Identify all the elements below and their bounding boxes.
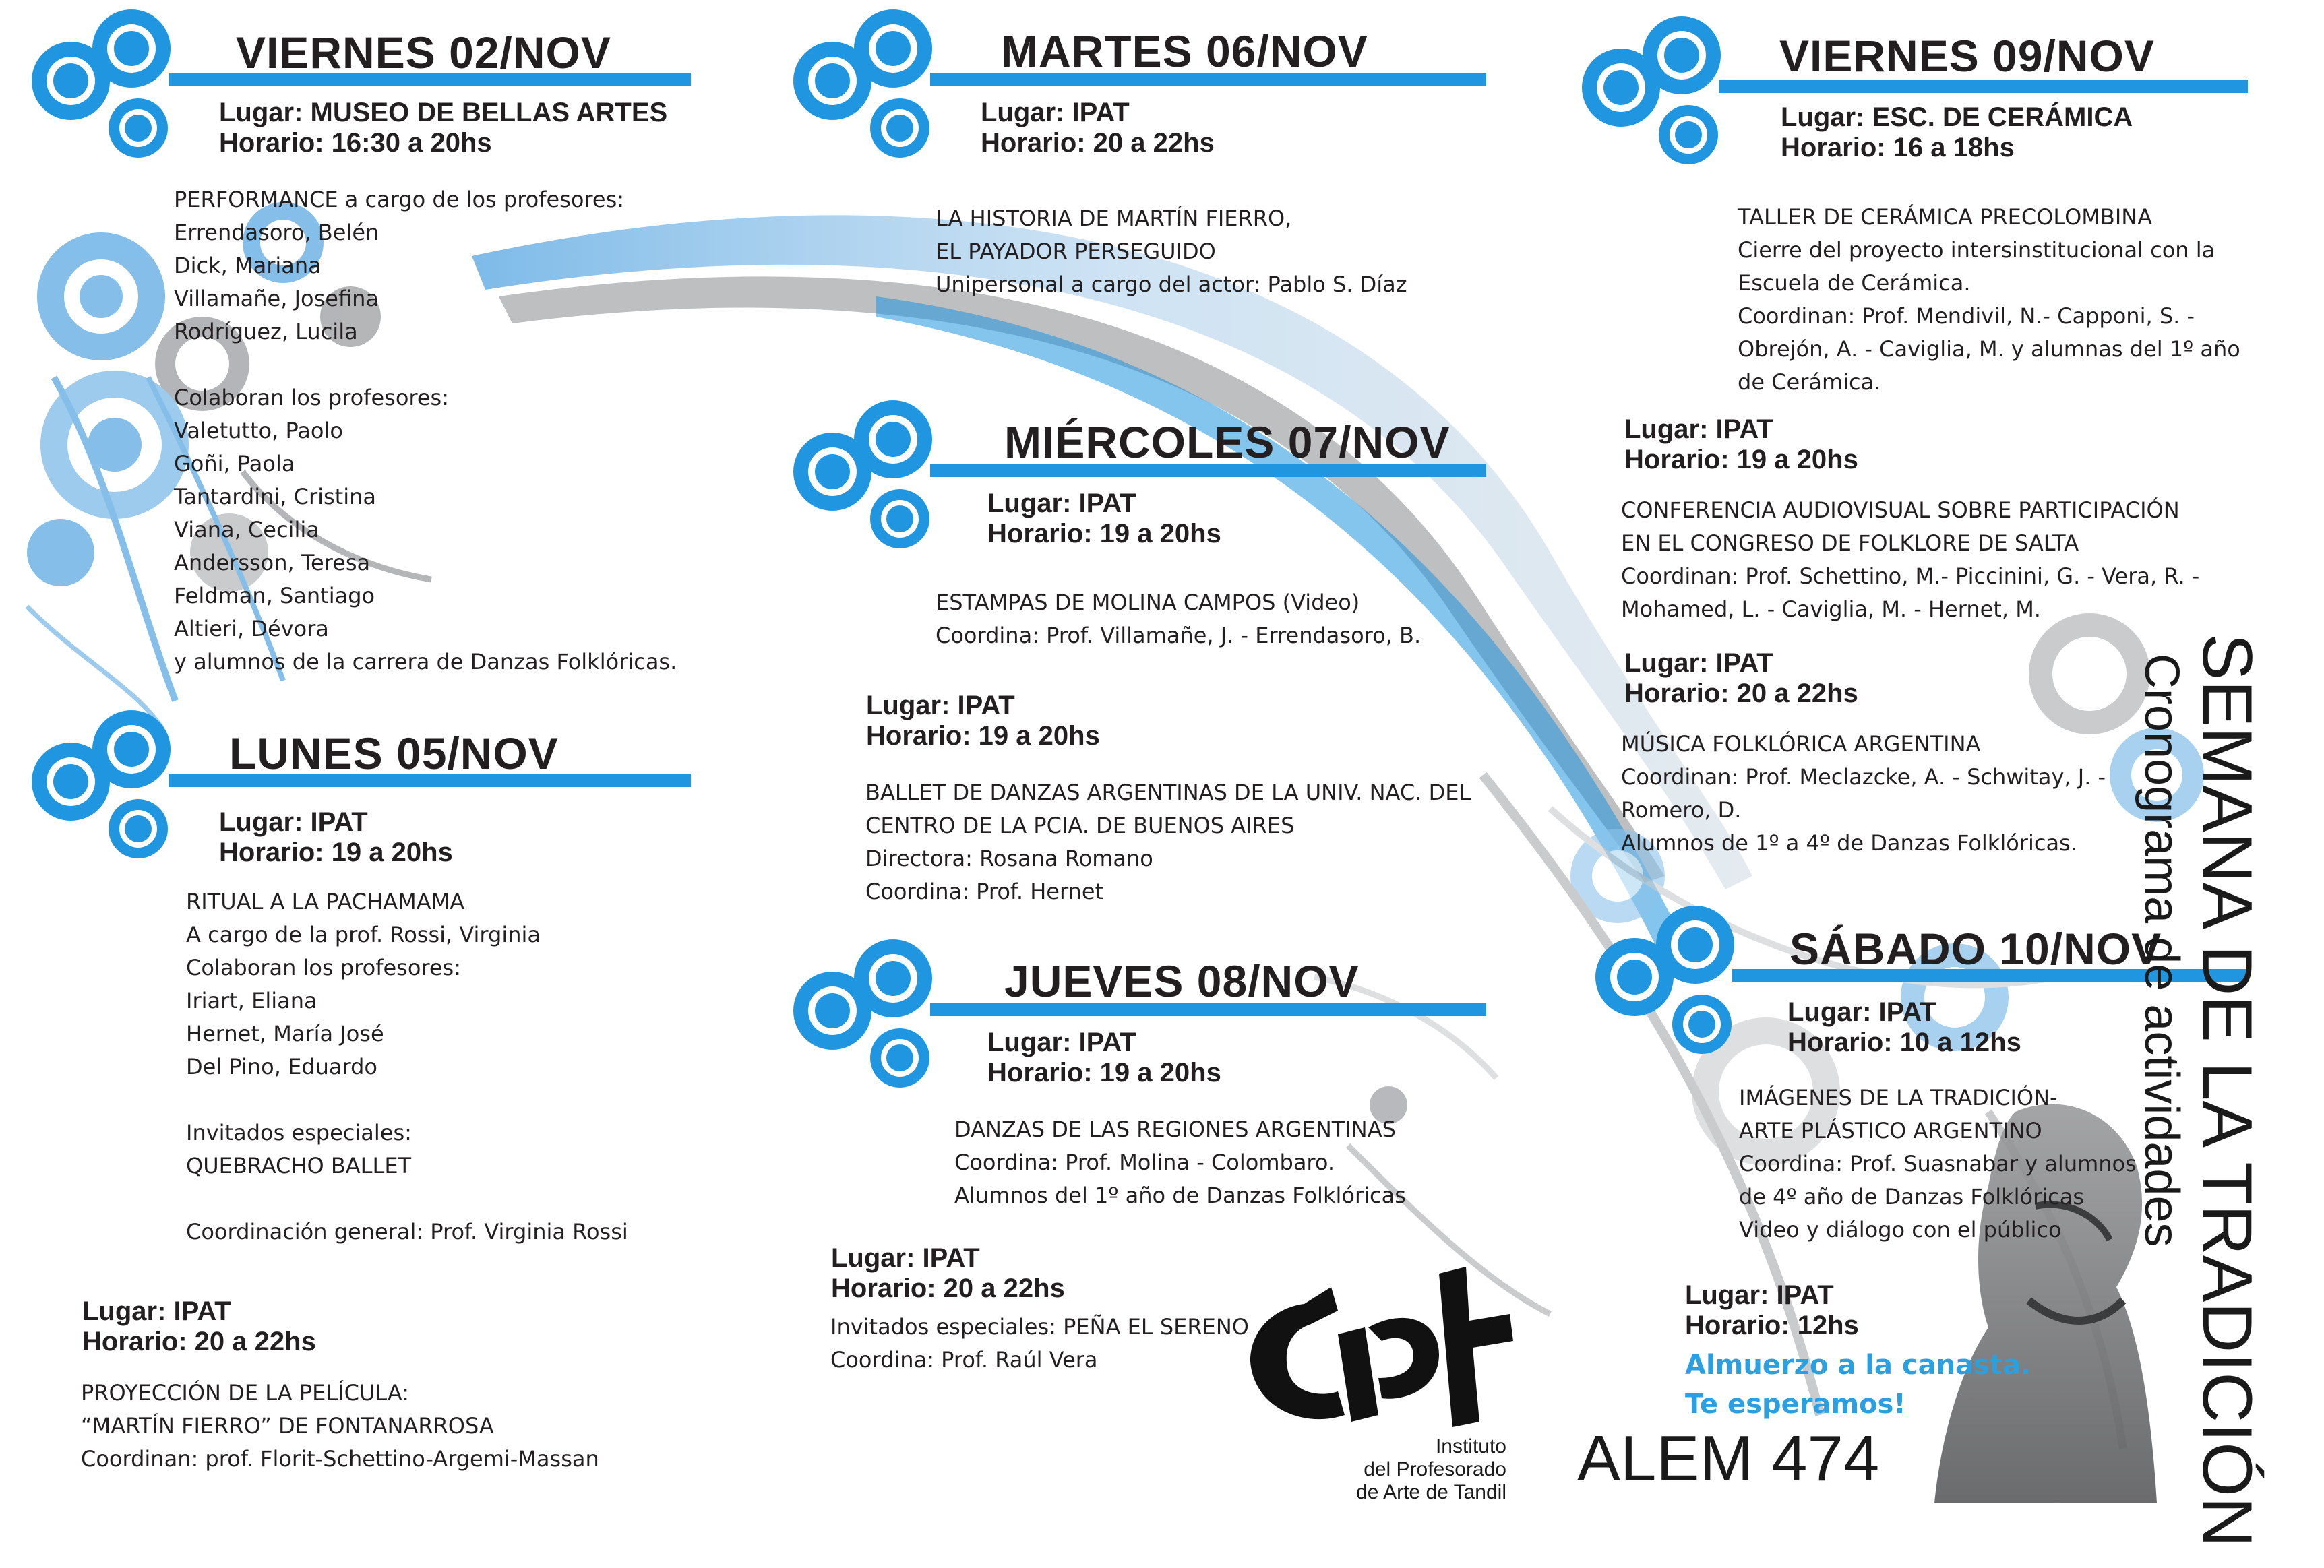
session-description: MÚSICA FOLKLÓRICA ARGENTINA Coordinan: P… <box>1621 731 2106 856</box>
session-description: TALLER DE CERÁMICA PRECOLOMBINA Cierre d… <box>1738 204 2240 395</box>
venue-time: Lugar: IPAT Horario: 10 a 12hs <box>1787 997 2021 1058</box>
day-title: SÁBADO 10/NOV <box>1790 924 2162 974</box>
venue: Lugar: IPAT <box>866 691 1015 720</box>
day-header-miercoles-07: MIÉRCOLES 07/NOV <box>762 398 1490 553</box>
circles-icon <box>793 400 932 548</box>
vertical-title: SEMANA DE LA TRADICIÓN Cronograma de act… <box>2116 633 2266 1548</box>
venue-time: Lugar: IPAT Horario: 19 a 20hs <box>1624 414 1858 475</box>
circles-icon <box>32 710 171 858</box>
time: Horario: 10 a 12hs <box>1787 1028 2021 1057</box>
venue: Lugar: IPAT <box>82 1296 231 1326</box>
venue-time: Lugar: IPAT Horario: 20 a 22hs <box>1624 648 1858 709</box>
circles-icon <box>32 9 171 158</box>
time: Horario: 12hs <box>1685 1311 1859 1340</box>
ipat-logo-icon <box>1250 1267 1513 1427</box>
header-bar <box>1719 80 2248 93</box>
address: ALEM 474 <box>1577 1422 1880 1495</box>
time: Horario: 19 a 20hs <box>987 519 1221 548</box>
venue-time: Lugar: IPAT Horario: 19 a 20hs <box>987 1028 1221 1088</box>
time: Horario: 20 a 22hs <box>831 1274 1065 1303</box>
header-bar <box>930 73 1486 86</box>
promo-line-1: Almuerzo a la canasta. <box>1685 1350 2031 1381</box>
session-description: Invitados especiales: PEÑA EL SERENO Coo… <box>830 1314 1249 1373</box>
day-title: MIÉRCOLES 07/NOV <box>1004 417 1450 467</box>
session-description: IMÁGENES DE LA TRADICIÓN- ARTE PLÁSTICO … <box>1739 1085 2137 1243</box>
session-description: LA HISTORIA DE MARTÍN FIERRO, EL PAYADOR… <box>936 206 1407 297</box>
session-description: PROYECCIÓN DE LA PELÍCULA: “MARTÍN FIERR… <box>81 1380 599 1472</box>
venue: Lugar: IPAT <box>987 1028 1136 1057</box>
session-description: BALLET DE DANZAS ARGENTINAS DE LA UNIV. … <box>865 780 1471 904</box>
promo-text: Almuerzo a la canasta. Te esperamos! <box>1685 1346 2031 1424</box>
day-header-viernes-02: VIERNES 02/NOV <box>0 7 694 162</box>
day-title: JUEVES 08/NOV <box>1004 956 1359 1006</box>
day-title: LUNES 05/NOV <box>229 728 559 778</box>
venue: Lugar: IPAT <box>219 807 368 837</box>
venue-time: Lugar: IPAT Horario: 19 a 20hs <box>987 489 1221 549</box>
day-header-viernes-09: VIERNES 09/NOV <box>1550 13 2251 168</box>
day-title: VIERNES 09/NOV <box>1779 31 2155 81</box>
venue: Lugar: IPAT <box>1685 1280 1834 1310</box>
header-bar <box>930 1003 1486 1016</box>
venue: Lugar: IPAT <box>987 489 1136 518</box>
circles-icon <box>1582 16 1721 164</box>
session-description: DANZAS DE LAS REGIONES ARGENTINAS Coordi… <box>954 1117 1406 1208</box>
venue-time: Lugar: IPAT Horario: 20 a 22hs <box>82 1296 316 1357</box>
header-bar <box>930 464 1486 477</box>
event-subtitle: Cronograma de actividades <box>2135 654 2189 1247</box>
venue: Lugar: ESC. DE CERÁMICA <box>1781 102 2133 132</box>
time: Horario: 19 a 20hs <box>987 1058 1221 1088</box>
day-header-lunes-05: LUNES 05/NOV <box>0 708 694 863</box>
venue-time: Lugar: MUSEO DE BELLAS ARTES Horario: 16… <box>219 98 667 158</box>
time: Horario: 19 a 20hs <box>219 838 453 867</box>
promo-line-2: Te esperamos! <box>1685 1389 1906 1420</box>
venue: Lugar: IPAT <box>1624 648 1773 678</box>
time: Horario: 16 a 18hs <box>1781 133 2015 162</box>
day-title: VIERNES 02/NOV <box>236 28 611 77</box>
time: Horario: 16:30 a 20hs <box>219 128 492 158</box>
time: Horario: 20 a 22hs <box>82 1327 316 1356</box>
circles-icon <box>793 9 932 158</box>
session-description: RITUAL A LA PACHAMAMA A cargo de la prof… <box>186 889 628 1245</box>
time: Horario: 20 a 22hs <box>981 128 1215 158</box>
day-title: MARTES 06/NOV <box>1001 26 1368 76</box>
institute-logo: Instituto del Profesorado de Arte de Tan… <box>1237 1247 1520 1516</box>
venue: Lugar: IPAT <box>1624 414 1773 444</box>
venue: Lugar: IPAT <box>1787 997 1936 1027</box>
venue: Lugar: MUSEO DE BELLAS ARTES <box>219 98 668 127</box>
venue-time: Lugar: ESC. DE CERÁMICA Horario: 16 a 18… <box>1781 102 2133 163</box>
venue-time: Lugar: IPAT Horario: 19 a 20hs <box>866 691 1100 751</box>
venue: Lugar: IPAT <box>831 1243 980 1273</box>
portrait-illustration <box>1934 1104 2157 1503</box>
circles-icon <box>793 939 932 1088</box>
time: Horario: 19 a 20hs <box>1624 445 1858 474</box>
session-description: CONFERENCIA AUDIOVISUAL SOBRE PARTICIPAC… <box>1621 497 2200 622</box>
session-description: PERFORMANCE a cargo de los profesores: E… <box>174 187 677 675</box>
venue-time: Lugar: IPAT Horario: 12hs <box>1685 1280 1859 1341</box>
institute-name: Instituto del Profesorado de Arte de Tan… <box>1356 1435 1506 1503</box>
venue-time: Lugar: IPAT Horario: 20 a 22hs <box>831 1243 1065 1304</box>
venue: Lugar: IPAT <box>981 98 1130 127</box>
session-description: ESTAMPAS DE MOLINA CAMPOS (Video) Coordi… <box>936 590 1421 648</box>
header-bar <box>1732 969 2248 982</box>
venue-time: Lugar: IPAT Horario: 19 a 20hs <box>219 807 453 868</box>
venue-time: Lugar: IPAT Horario: 20 a 22hs <box>981 98 1215 158</box>
time: Horario: 19 a 20hs <box>866 721 1100 751</box>
day-header-martes-06: MARTES 06/NOV <box>762 7 1490 162</box>
circles-icon <box>1595 906 1734 1054</box>
day-header-sabado-10: SÁBADO 10/NOV <box>1564 903 2251 1058</box>
day-header-jueves-08: JUEVES 08/NOV <box>762 937 1490 1092</box>
time: Horario: 20 a 22hs <box>1624 679 1858 708</box>
header-bar <box>169 73 691 86</box>
event-title: SEMANA DE LA TRADICIÓN <box>2188 633 2266 1548</box>
header-bar <box>169 774 691 787</box>
